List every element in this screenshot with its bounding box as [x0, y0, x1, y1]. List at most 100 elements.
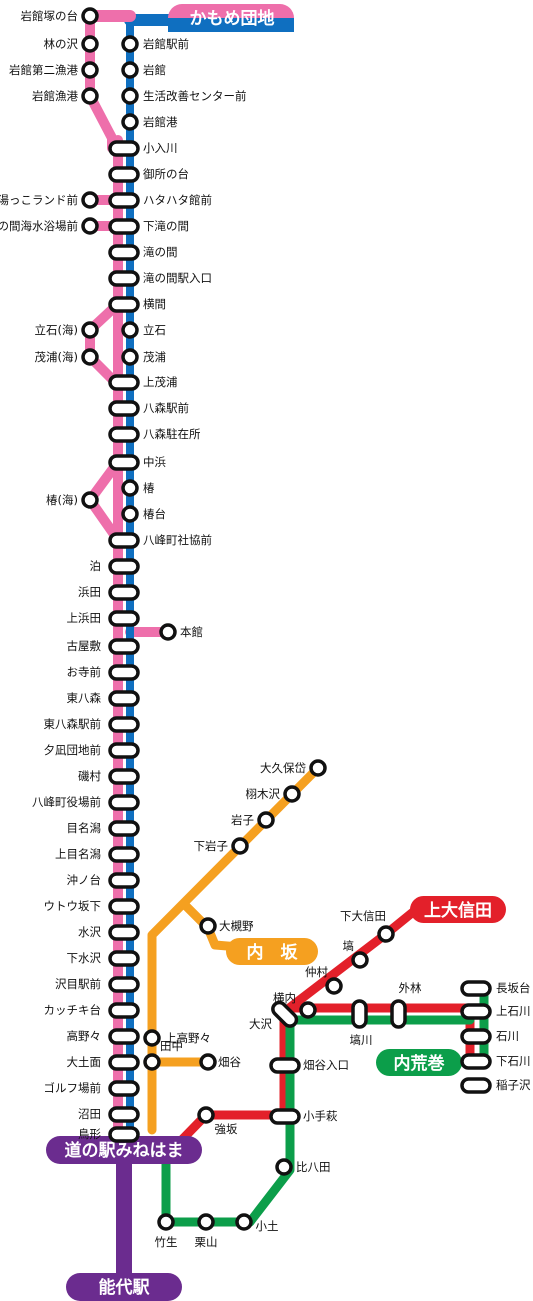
stop-hachiho-shakyo[interactable]	[108, 532, 140, 549]
stop-oosawa[interactable]	[270, 1000, 299, 1029]
stop-hachimori-chuzaisho[interactable]	[108, 426, 140, 443]
stop-ishikawa[interactable]	[460, 1028, 492, 1045]
stop-kuriyama[interactable]	[197, 1213, 215, 1231]
stop-moura[interactable]	[121, 348, 139, 366]
stop-oudomen[interactable]	[108, 1054, 140, 1071]
stop-higashihachimori[interactable]	[108, 690, 140, 707]
stop-numata[interactable]	[108, 1106, 140, 1123]
stop-tateishi-umi[interactable]	[81, 321, 99, 339]
terminal-kamioshida-label: 上大信田	[424, 900, 492, 921]
label-moura: 茂浦	[143, 350, 166, 364]
stop-kotsuchi[interactable]	[235, 1213, 253, 1231]
stop-okinodai[interactable]	[108, 872, 140, 889]
terminal-uchiaramaki-badge[interactable]	[376, 1049, 462, 1076]
stop-kamitakayaya[interactable]	[143, 1029, 161, 1047]
stop-ookubota[interactable]	[309, 759, 327, 777]
stop-yakubamae[interactable]	[108, 794, 140, 811]
stop-tanaka[interactable]	[143, 1053, 161, 1071]
stop-kamimoura[interactable]	[108, 374, 140, 391]
stop-takinoma-iriguchi[interactable]	[108, 270, 140, 287]
stop-hataya[interactable]	[199, 1053, 217, 1071]
label-kamimenagata: 上目名潟	[55, 847, 101, 861]
stop-hatayairiguchi[interactable]	[269, 1057, 301, 1074]
label-isomura: 磯村	[78, 769, 101, 783]
stop-sotobayashi[interactable]	[390, 999, 407, 1029]
stop-gousaka[interactable]	[197, 1106, 215, 1124]
stop-iwadate[interactable]	[121, 61, 139, 79]
terminal-michinoeki-badge[interactable]	[46, 1136, 202, 1164]
stop-iwadatezuka[interactable]	[81, 7, 99, 25]
stop-iwadate-ekimae[interactable]	[121, 35, 139, 53]
stop-utou[interactable]	[108, 898, 140, 915]
stop-tsubaki[interactable]	[121, 479, 139, 497]
stop-takayaya[interactable]	[108, 1028, 140, 1045]
stop-iwadatekou[interactable]	[121, 113, 139, 131]
stop-seikatsu[interactable]	[121, 87, 139, 105]
stop-kacchiki[interactable]	[108, 1002, 140, 1019]
stop-tsubakidai[interactable]	[121, 505, 139, 523]
stop-oteramae[interactable]	[108, 664, 140, 681]
stop-tateishi[interactable]	[121, 321, 139, 339]
stop-iwadate2[interactable]	[81, 61, 99, 79]
stop-nagasakadai[interactable]	[460, 980, 492, 997]
stop-moura-umi[interactable]	[81, 348, 99, 366]
stop-koyashiki[interactable]	[108, 638, 140, 655]
stop-yokoma[interactable]	[108, 296, 140, 313]
stop-takinoma[interactable]	[108, 244, 140, 261]
stop-koirikawa[interactable]	[108, 140, 140, 157]
label-hataya: 畑谷	[218, 1055, 241, 1069]
stop-honkan[interactable]	[159, 623, 177, 641]
label-hanawagawa: 塙川	[350, 1033, 373, 1047]
stop-shimotakinoma[interactable]	[108, 218, 140, 235]
stop-hanawagawa[interactable]	[351, 999, 368, 1029]
stop-hachimori-ekimae[interactable]	[108, 400, 140, 417]
stop-iwako[interactable]	[257, 811, 275, 829]
stop-shimomizusawa[interactable]	[108, 950, 140, 967]
label-torikata: 鳥形	[78, 1127, 101, 1141]
stop-yunagi[interactable]	[108, 742, 140, 759]
route-green	[161, 980, 489, 1227]
label-higashihachimori-eki: 東八森駅前	[44, 717, 102, 731]
stop-yukko[interactable]	[81, 191, 99, 209]
stop-goshonodai[interactable]	[108, 166, 140, 183]
stop-mizusawa[interactable]	[108, 924, 140, 941]
stop-tsubaki-umi[interactable]	[81, 491, 99, 509]
stop-sawame[interactable]	[108, 976, 140, 993]
stop-torikata[interactable]	[108, 1126, 140, 1143]
stop-kotehagi[interactable]	[269, 1108, 301, 1125]
stop-isomura[interactable]	[108, 768, 140, 785]
stop-kamiishikawa[interactable]	[460, 1003, 492, 1020]
stop-yokouchi[interactable]	[299, 1001, 317, 1019]
stop-shimoiwako[interactable]	[231, 837, 249, 855]
terminal-kamioshida-badge[interactable]	[410, 896, 506, 923]
terminal-noshiro-badge[interactable]	[66, 1273, 182, 1301]
label-inekosawa: 稲子沢	[496, 1078, 531, 1092]
terminal-uchisaka-badge[interactable]	[226, 938, 318, 965]
stop-hamada[interactable]	[108, 584, 140, 601]
stop-shimooshida[interactable]	[377, 925, 395, 943]
terminal-kamome-badge-lower	[168, 18, 294, 32]
stop-higashihachimori-eki[interactable]	[108, 716, 140, 733]
stop-hanawa[interactable]	[351, 951, 369, 969]
stop-tomari[interactable]	[108, 558, 140, 575]
stop-kaisui[interactable]	[81, 217, 99, 235]
label-ookubota: 大久保岱	[260, 761, 306, 775]
stop-nakamura[interactable]	[325, 977, 343, 995]
label-iwadate-ekimae: 岩館駅前	[143, 37, 189, 51]
stop-hatahata[interactable]	[108, 192, 140, 209]
stop-hihatta[interactable]	[275, 1158, 293, 1176]
stop-nakahama[interactable]	[108, 454, 140, 471]
stop-kamimenagata[interactable]	[108, 846, 140, 863]
stop-menagata[interactable]	[108, 820, 140, 837]
stop-golf[interactable]	[108, 1080, 140, 1097]
label-sotobayashi: 外林	[399, 981, 422, 995]
label-mizusawa: 水沢	[78, 925, 101, 939]
stop-iwadategyoko[interactable]	[81, 87, 99, 105]
stop-shimoishikawa[interactable]	[460, 1053, 492, 1070]
stop-inekosawa[interactable]	[460, 1077, 492, 1094]
stop-hayashinosawa[interactable]	[81, 35, 99, 53]
stop-taraki[interactable]	[283, 785, 301, 803]
stop-takeo[interactable]	[157, 1213, 175, 1231]
stop-kamihamada[interactable]	[108, 610, 140, 627]
stop-ootsukino[interactable]	[199, 917, 217, 935]
